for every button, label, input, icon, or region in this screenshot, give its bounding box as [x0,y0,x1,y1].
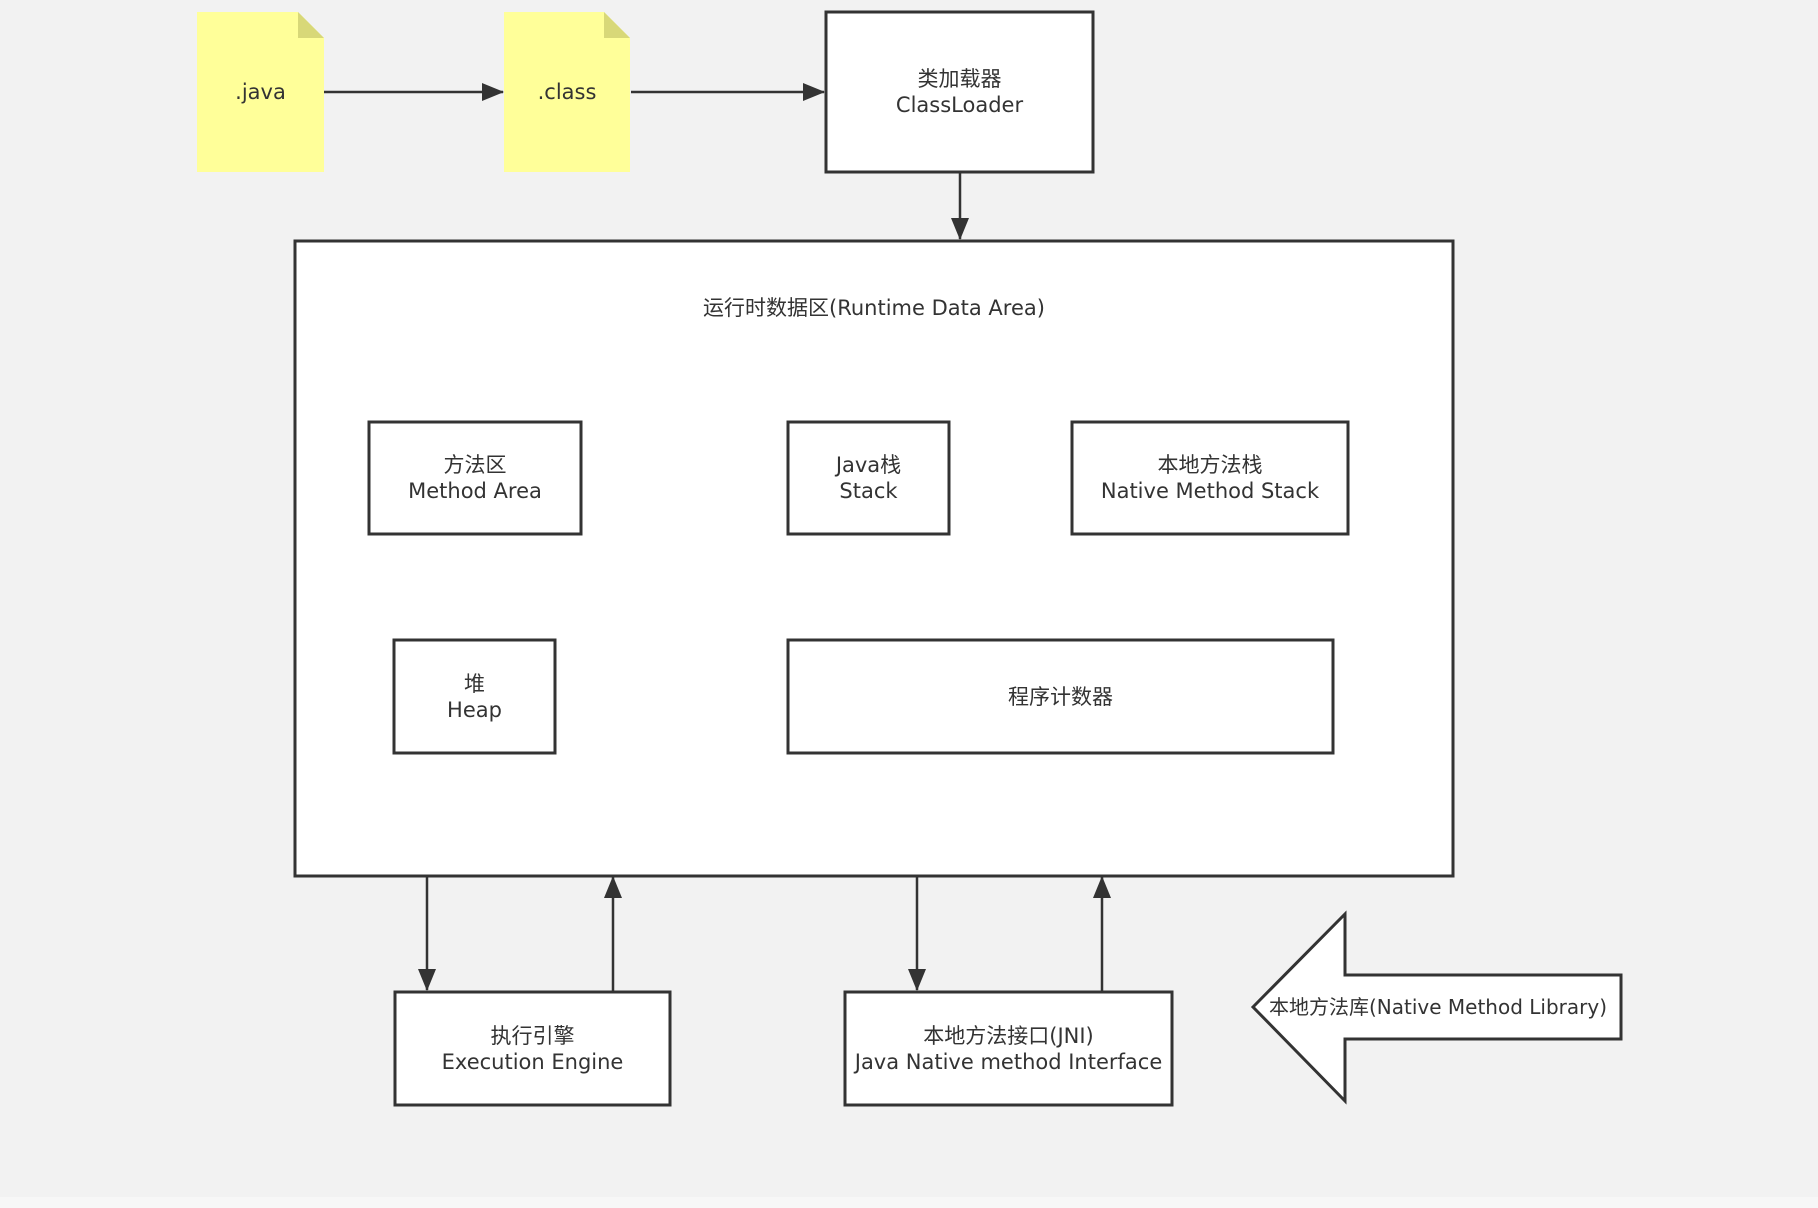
java-file-note [197,12,324,172]
native-method-stack-box [1070,420,1350,536]
native-method-stack-label: 本地方法栈 Native Method Stack [1100,453,1320,503]
runtime-data-area-box [293,239,1455,878]
heap-label: 堆 Heap [447,671,502,722]
jni-label: 本地方法接口(JNI) Java Native method Interface [854,1023,1163,1074]
method-area-box [367,420,583,536]
java-stack-label: Java栈 Stack [835,453,902,503]
java-file-label: .java [235,80,286,104]
heap-box [392,638,557,755]
class-file-label: .class [537,80,597,104]
canvas-bottom-edge [0,1197,1818,1208]
class-loader-box [824,10,1095,174]
execution-engine-box [393,990,672,1107]
program-counter-box [786,638,1335,755]
native-method-library-arrow [1250,910,1623,1105]
class-loader-label: 类加载器 ClassLoader [895,67,1024,117]
class-file-note [504,12,630,172]
jni-box [843,990,1174,1107]
execution-engine-label: 执行引擎 Execution Engine [441,1023,624,1074]
runtime-data-area-title: 运行时数据区(Runtime Data Area) [703,296,1045,320]
program-counter-label: 程序计数器 [1008,684,1113,709]
java-stack-box [786,420,951,536]
native-method-library-label: 本地方法库(Native Method Library) [1268,995,1608,1019]
method-area-label: 方法区 Method Area [408,453,542,503]
